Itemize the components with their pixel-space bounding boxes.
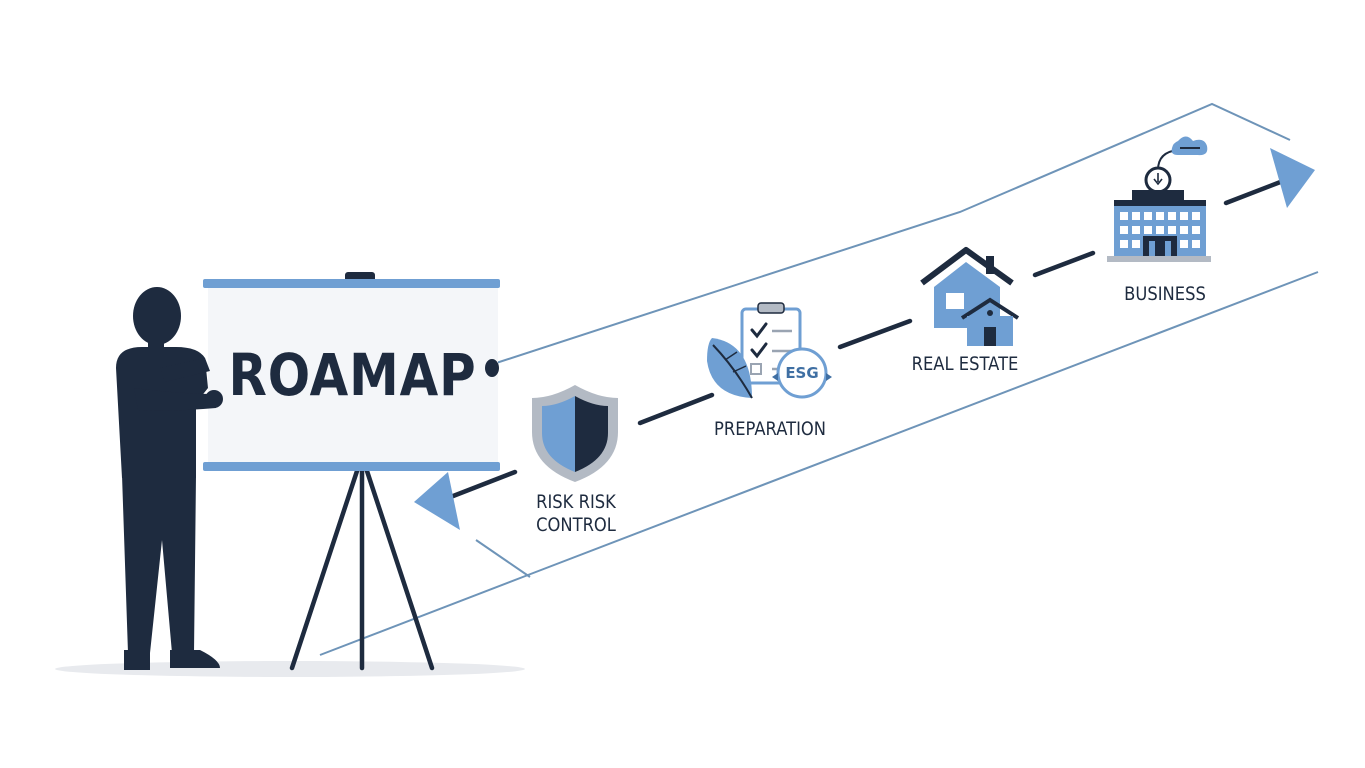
road-left-tick	[475, 539, 531, 578]
arrowhead-end	[1270, 148, 1315, 208]
board-title: ROAMAP	[228, 341, 477, 409]
house-icon	[920, 247, 1020, 346]
step-label-risk-control: RISK RISK CONTROL	[524, 491, 627, 537]
step-label-business: BUSINESS	[1124, 283, 1206, 305]
building-windows	[1120, 212, 1200, 248]
presenter-silhouette	[116, 287, 499, 670]
road-band	[319, 102, 1319, 656]
dash-4	[1032, 250, 1096, 278]
easel-legs	[289, 465, 435, 671]
roadmap-arrow	[414, 148, 1315, 530]
dash-3	[837, 318, 913, 350]
arrowhead-start	[414, 472, 460, 530]
step-label-real-estate: REAL ESTATE	[911, 353, 1019, 375]
dash-5	[1223, 178, 1286, 206]
step-label-preparation: PREPARATION	[713, 418, 827, 440]
road-upper-line	[489, 102, 1291, 366]
office-building-icon	[1107, 136, 1211, 262]
dash-1	[445, 469, 518, 501]
dash-2	[637, 392, 715, 426]
shield-icon	[532, 385, 618, 482]
esg-badge-text: ESG	[785, 364, 819, 382]
step-label-risk-line1: RISK RISK	[536, 491, 616, 513]
presentation-board	[203, 272, 500, 471]
esg-clipboard-leaf-icon	[707, 302, 832, 399]
step-label-risk-line2: CONTROL	[536, 514, 616, 536]
